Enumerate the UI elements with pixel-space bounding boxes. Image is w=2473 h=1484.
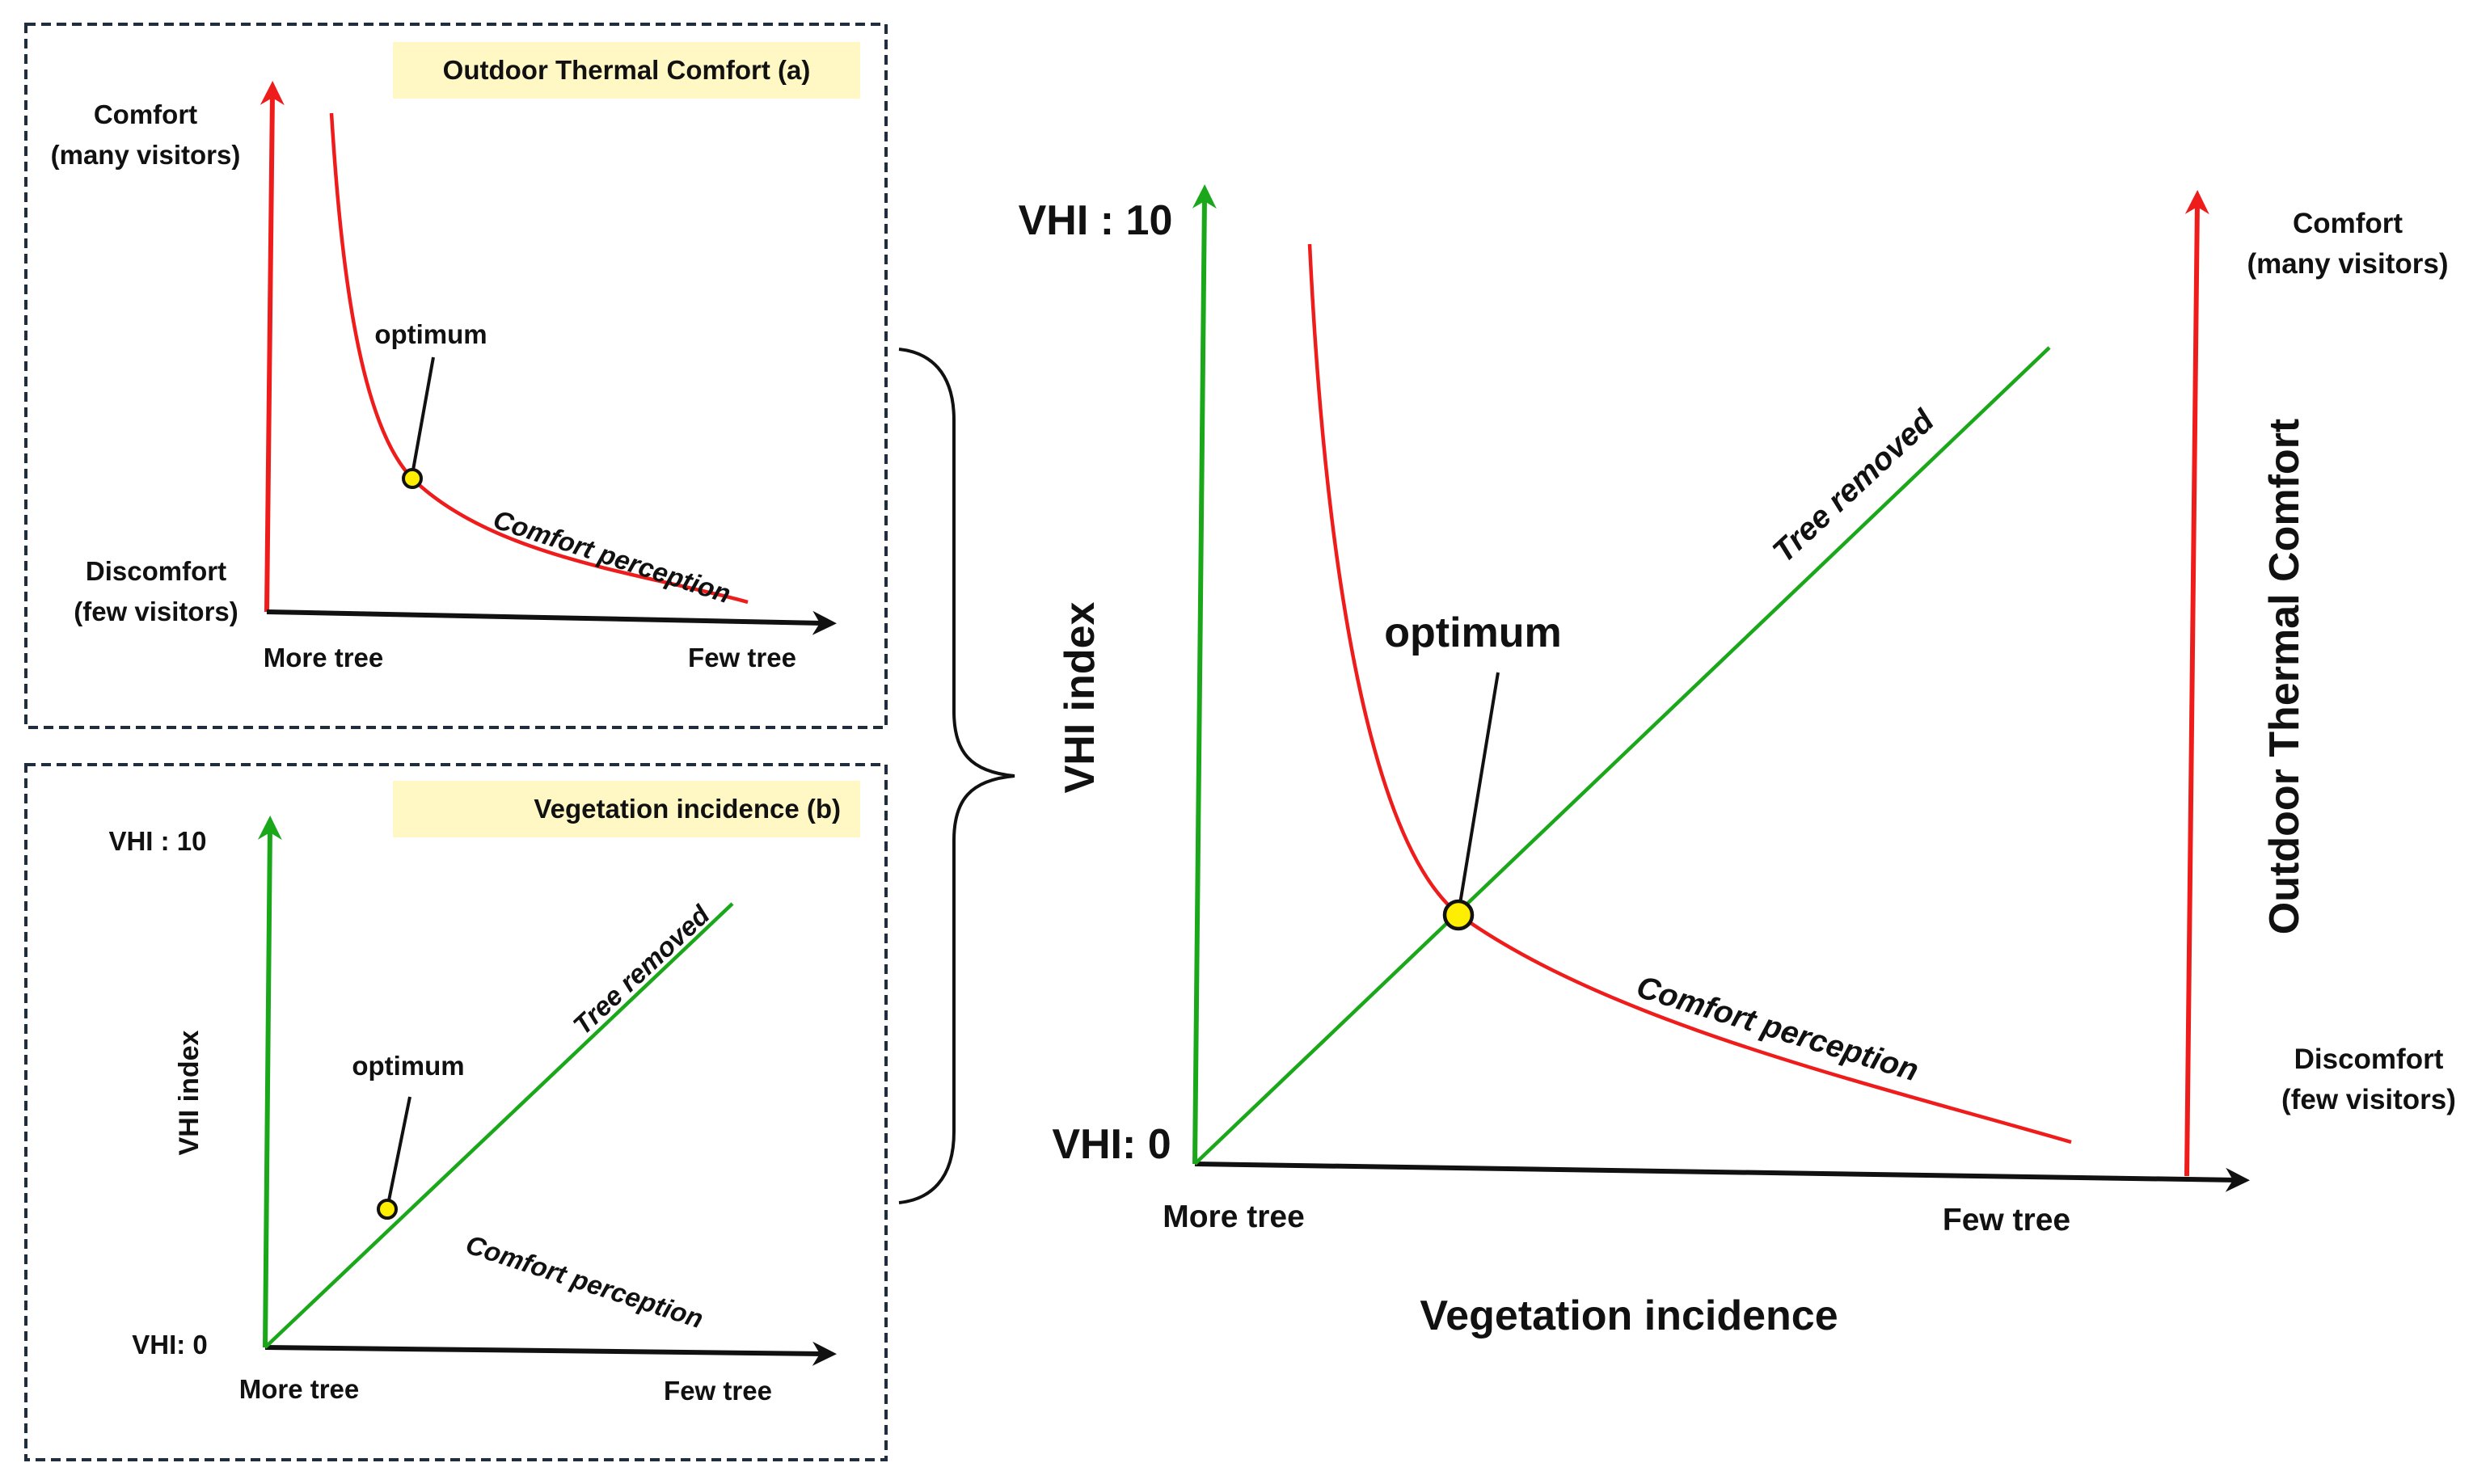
panel-b-y-bottom-label: VHI: 0 — [132, 1330, 208, 1360]
panel-a-title: Outdoor Thermal Comfort (a) — [443, 55, 811, 85]
panel-b-line-label: Tree removed — [568, 899, 716, 1040]
combined-y-top-label: VHI : 10 — [1019, 197, 1173, 244]
panel-a-y-axis — [260, 81, 285, 613]
panel-b-title-bg — [393, 781, 860, 837]
combined-optimum-leader — [1458, 672, 1500, 904]
panel-b-optimum-leader — [386, 1096, 411, 1205]
panel-b-y-axis — [257, 816, 282, 1348]
panel-a-optimum-point — [402, 468, 423, 489]
panel-b-x-left-label: More tree — [239, 1374, 360, 1404]
combined-right-bottom-label: Discomfort — [2294, 1043, 2444, 1075]
panel-b-x-axis — [264, 1341, 837, 1366]
combined-curve-label: Comfort perception — [1632, 969, 1922, 1088]
combined-right-axis-title: Outdoor Thermal Comfort — [2261, 419, 2308, 934]
combined-x-axis — [1194, 1161, 2250, 1192]
combined-y-axis-title: VHI index — [1057, 601, 1104, 793]
combined-right-top-label: Comfort — [2293, 208, 2403, 239]
panel-b-curve-label: Comfort perception — [462, 1229, 707, 1334]
panel-a-optimum-leader — [411, 356, 435, 475]
panel-outdoor-thermal-comfort: Outdoor Thermal Comfort (a) Comfort (man… — [24, 23, 888, 729]
combined-optimum-point — [1442, 899, 1475, 931]
combined-right-bottom-sub: (few visitors) — [2281, 1084, 2456, 1115]
combined-x-right-label: Few tree — [1943, 1203, 2070, 1237]
panel-a-y-bottom-label: Discomfort — [86, 556, 226, 586]
panel-a-y-top-label: Comfort — [94, 99, 197, 129]
panel-a-border — [24, 23, 888, 729]
merge-brace — [898, 348, 1015, 1204]
panel-b-x-right-label: Few tree — [664, 1376, 772, 1406]
panel-a-x-left-label: More tree — [264, 643, 384, 672]
panel-b-title: Vegetation incidence (b) — [534, 794, 841, 824]
combined-y-bottom-label: VHI: 0 — [1052, 1121, 1171, 1168]
panel-b-tree-removed-line — [264, 902, 734, 1349]
panel-a-x-axis — [266, 609, 837, 635]
panel-a-optimum-label: optimum — [374, 319, 487, 349]
panel-a-y-bottom-sub: (few visitors) — [74, 597, 238, 626]
combined-comfort-axis — [2184, 190, 2209, 1177]
panel-b-optimum-point — [377, 1199, 398, 1220]
panel-b-border — [24, 763, 888, 1461]
panel-b-y-top-label: VHI : 10 — [108, 826, 206, 856]
panel-vegetation-incidence: Vegetation incidence (b) VHI : 10 VHI: 0… — [24, 763, 888, 1461]
panel-b-y-axis-title: VHI index — [174, 1030, 205, 1155]
combined-vhi-axis — [1192, 184, 1217, 1165]
combined-right-top-sub: (many visitors) — [2247, 248, 2449, 280]
combined-tree-removed-line — [1193, 346, 2051, 1166]
combined-diagram: VHI : 10 VHI: 0 VHI index More tree Few … — [1019, 184, 2456, 1339]
combined-x-left-label: More tree — [1163, 1199, 1305, 1234]
panel-a-title-bg — [393, 42, 860, 99]
combined-x-axis-title: Vegetation incidence — [1420, 1292, 1838, 1339]
panel-a-curve-label: Comfort perception — [490, 504, 735, 609]
combined-optimum-label: optimum — [1384, 609, 1562, 656]
combined-line-label: Tree removed — [1766, 403, 1942, 569]
panel-b-optimum-label: optimum — [352, 1051, 464, 1081]
panel-a-y-top-sub: (many visitors) — [51, 140, 241, 170]
panel-a-x-right-label: Few tree — [688, 643, 796, 672]
